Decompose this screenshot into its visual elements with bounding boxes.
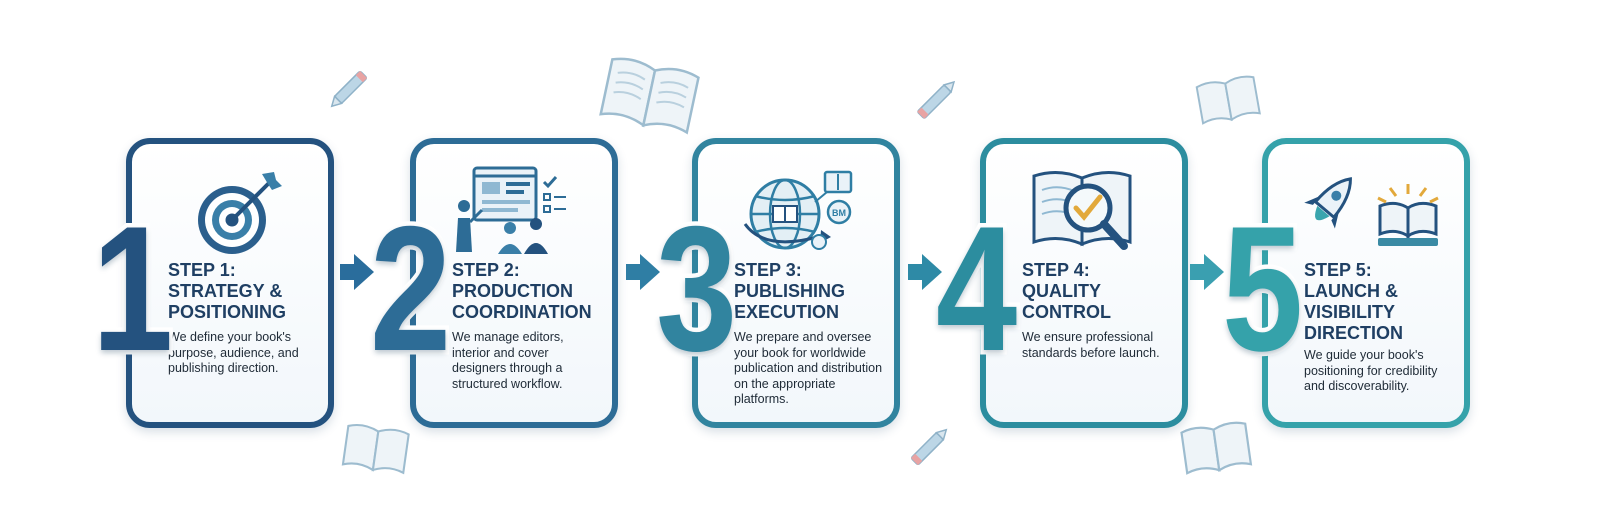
target-icon <box>132 162 328 258</box>
arrow-right-icon <box>1190 254 1224 290</box>
step-card-4: STEP 4: QUALITY CONTROL We ensure profes… <box>980 138 1188 428</box>
step-title: STEP 2: PRODUCTION COORDINATION <box>452 260 592 322</box>
open-book-icon <box>599 57 700 135</box>
step-title: STEP 4: QUALITY CONTROL <box>1022 260 1111 322</box>
step-title: STEP 3: PUBLISHING EXECUTION <box>734 260 846 322</box>
open-book-icon <box>1180 421 1253 475</box>
step-description: We prepare and oversee your book for wor… <box>734 330 883 406</box>
step-description: We manage editors, interior and cover de… <box>452 330 564 391</box>
step-number-3: 3 <box>652 189 741 388</box>
step-number-1: 1 <box>88 189 177 388</box>
step-number-5: 5 <box>1218 189 1307 388</box>
globe-distribution-icon: BM <box>698 162 894 258</box>
step-card-2: STEP 2: PRODUCTION COORDINATION We manag… <box>410 138 618 428</box>
arrow-right-icon <box>908 254 942 290</box>
step-number-4: 4 <box>932 189 1021 388</box>
step-card-3: BM STEP 3: PUBLISHING EXECUTION We prepa… <box>692 138 900 428</box>
globe-badge: BM <box>832 208 846 218</box>
open-book-icon <box>1195 75 1261 125</box>
step-title: STEP 5: LAUNCH & VISIBILITY DIRECTION <box>1304 260 1403 343</box>
step-description: We guide your book's positioning for cre… <box>1304 348 1438 393</box>
pencil-icon <box>330 70 368 108</box>
team-workflow-icon <box>416 162 612 258</box>
step-card-5: STEP 5: LAUNCH & VISIBILITY DIRECTION We… <box>1262 138 1470 428</box>
pencil-icon <box>917 80 956 119</box>
arrow-right-icon <box>340 254 374 290</box>
step-card-1: STEP 1: STRATEGY & POSITIONING We define… <box>126 138 334 428</box>
step-description: We ensure professional standards before … <box>1022 330 1160 360</box>
step-title: STEP 1: STRATEGY & POSITIONING <box>168 260 287 322</box>
book-magnifier-check-icon <box>986 162 1182 258</box>
step-number-2: 2 <box>366 189 455 388</box>
pencil-icon <box>910 428 948 466</box>
arrow-right-icon <box>626 254 660 290</box>
rocket-book-icon <box>1268 162 1464 258</box>
step-description: We define your book's purpose, audience,… <box>168 330 299 375</box>
open-book-icon <box>341 423 410 475</box>
